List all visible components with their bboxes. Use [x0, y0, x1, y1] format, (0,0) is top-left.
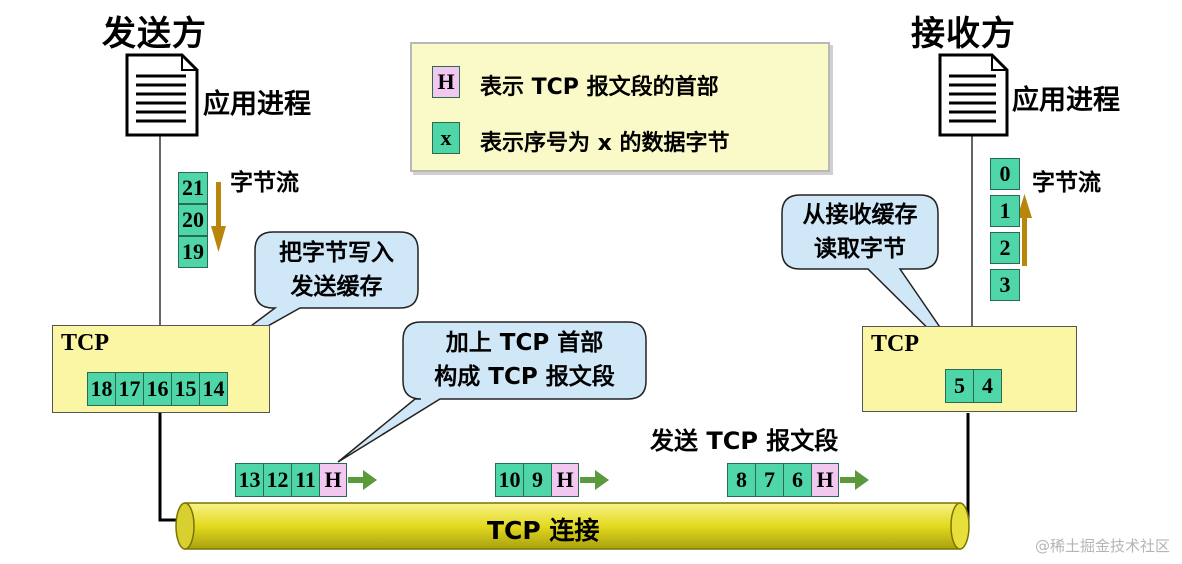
connection-label: TCP 连接: [487, 516, 600, 545]
receiver-document-icon: [938, 53, 1009, 137]
receiver-stream-byte: 0: [990, 158, 1020, 190]
segment-byte: 11: [291, 463, 320, 497]
sender-tcp-box: TCP 18 17 16 15 14: [52, 325, 270, 413]
segment-byte: 8: [727, 463, 756, 497]
sender-buffer-byte: 15: [171, 372, 200, 406]
receiver-buffer-byte: 4: [973, 369, 1002, 403]
callout-line: 从接收缓存: [802, 202, 918, 228]
sender-title: 发送方: [102, 14, 207, 54]
receiver-tcp-box: TCP 5 4: [862, 326, 1077, 412]
watermark: @稀土掘金技术社区: [1034, 537, 1170, 555]
callout-read-buffer-shape: [781, 194, 969, 369]
callout-line: 把字节写入: [279, 240, 394, 266]
segment-arrow-icon: [348, 470, 377, 490]
sender-stream-byte: 21: [178, 172, 208, 204]
segment-arrow-icon: [840, 470, 869, 490]
legend-byte-cell: x: [432, 122, 460, 154]
sender-down-arrow-icon: [211, 182, 226, 252]
sender-tcp-label: TCP: [61, 330, 109, 356]
segment-header: H: [551, 463, 579, 497]
receiver-buffer-byte: 5: [945, 369, 974, 403]
sender-document-icon: [125, 53, 199, 137]
tcp-connection-pipe: [184, 502, 961, 550]
segment-byte: 10: [495, 463, 524, 497]
sender-buffer-byte: 16: [143, 372, 172, 406]
sender-stream-byte: 20: [178, 204, 208, 236]
segment-arrow-icon: [580, 470, 609, 490]
segment-byte: 13: [235, 463, 264, 497]
callout-write-buffer: 把字节写入 发送缓存: [255, 236, 418, 304]
segment-byte: 6: [783, 463, 812, 497]
segments-label: 发送 TCP 报文段: [650, 427, 839, 455]
sender-buffer-byte: 18: [87, 372, 116, 406]
sender-buffer-byte: 17: [115, 372, 144, 406]
legend-header-cell: H: [432, 66, 460, 98]
receiver-stream-byte: 2: [990, 232, 1020, 264]
segment-byte: 7: [755, 463, 784, 497]
receiver-process-label: 应用进程: [1012, 85, 1120, 116]
callout-line: 发送缓存: [290, 274, 383, 300]
sender-process-label: 应用进程: [203, 89, 311, 120]
pipe-right-end: [950, 502, 970, 550]
callout-add-header-shape: [337, 321, 647, 463]
segment-byte: 9: [523, 463, 552, 497]
receiver-up-arrow-icon: [1017, 194, 1032, 266]
legend-byte-desc: 表示序号为 x 的数据字节: [480, 131, 730, 156]
sender-buffer-byte: 14: [199, 372, 228, 406]
legend-header-desc: 表示 TCP 报文段的首部: [480, 75, 719, 100]
sender-stream-label: 字节流: [230, 170, 299, 196]
callout-line: 读取字节: [814, 236, 906, 262]
callout-add-header: 加上 TCP 首部 构成 TCP 报文段: [403, 326, 646, 394]
pipe-left-end: [175, 502, 195, 550]
callout-line: 加上 TCP 首部: [445, 330, 604, 356]
receiver-stream-label: 字节流: [1032, 170, 1101, 196]
receiver-stream-byte: 3: [990, 269, 1020, 301]
receiver-stream-byte: 1: [990, 195, 1020, 227]
callout-read-buffer: 从接收缓存 读取字节: [782, 198, 938, 266]
sender-stream-byte: 19: [178, 236, 208, 268]
legend-box: H 表示 TCP 报文段的首部 x 表示序号为 x 的数据字节: [410, 42, 830, 172]
receiver-tcp-label: TCP: [871, 331, 919, 357]
callout-line: 构成 TCP 报文段: [434, 364, 615, 390]
receiver-title: 接收方: [911, 14, 1016, 54]
segment-header: H: [811, 463, 839, 497]
segment-byte: 12: [263, 463, 292, 497]
segment-header: H: [319, 463, 347, 497]
